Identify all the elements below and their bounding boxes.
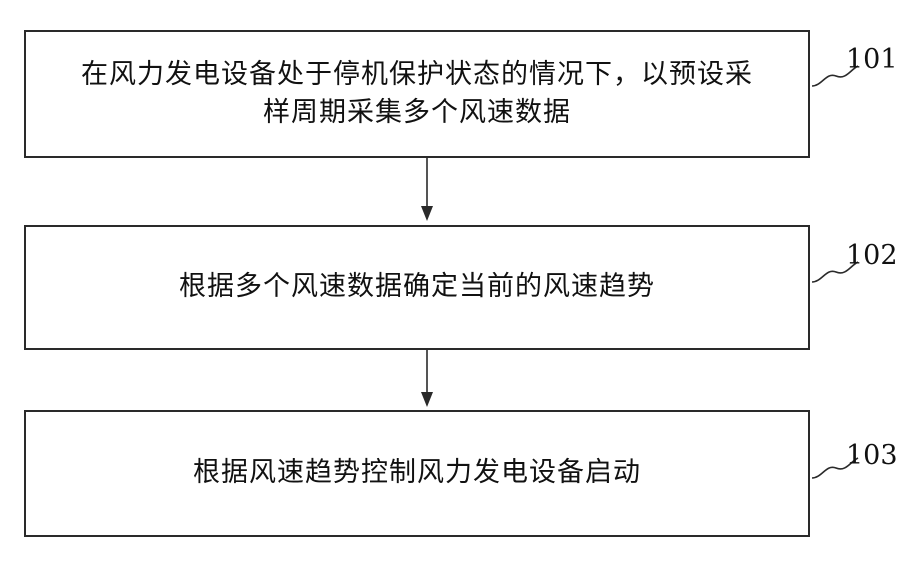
step-text-102: 根据多个风速数据确定当前的风速趋势 (165, 268, 669, 306)
step-box-103: 根据风速趋势控制风力发电设备启动 (24, 410, 810, 537)
step-number-102: 102 (846, 240, 898, 271)
step-text-103: 根据风速趋势控制风力发电设备启动 (179, 454, 655, 492)
step-box-101: 在风力发电设备处于停机保护状态的情况下，以预设采 样周期采集多个风速数据 (24, 30, 810, 158)
step-box-102: 根据多个风速数据确定当前的风速趋势 (24, 225, 810, 350)
step-number-101: 101 (846, 44, 898, 75)
step-text-101: 在风力发电设备处于停机保护状态的情况下，以预设采 样周期采集多个风速数据 (67, 56, 767, 133)
step-number-103: 103 (846, 440, 898, 471)
arrow-101-to-102-head (421, 206, 433, 221)
arrow-102-to-103-head (421, 392, 433, 407)
